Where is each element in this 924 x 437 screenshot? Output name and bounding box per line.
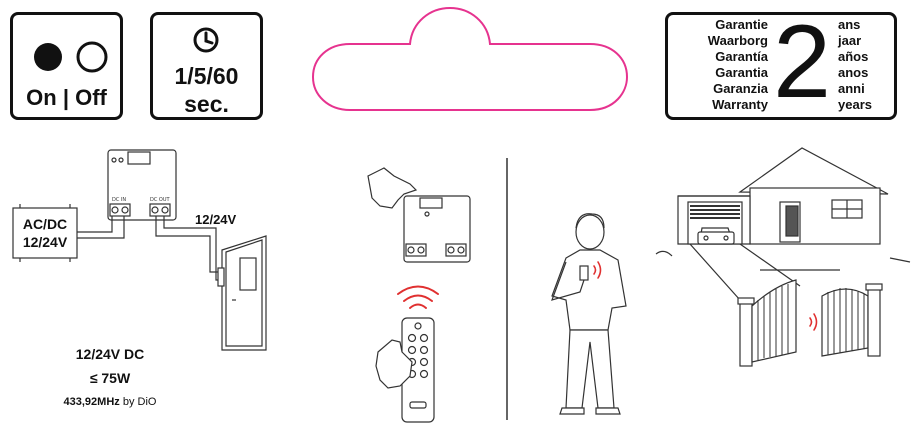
timer-unit: sec. xyxy=(184,91,229,117)
warranty-words-right: ans jaar años anos anni years xyxy=(838,17,894,113)
on-off-box: On | Off xyxy=(10,12,123,120)
warranty-unit: jaar xyxy=(838,33,862,48)
warranty-number: 2 xyxy=(773,4,831,120)
on-off-circles-icon xyxy=(34,41,108,73)
spec-voltage: 12/24V DC xyxy=(75,346,145,362)
on-off-label: On | Off xyxy=(13,85,120,111)
separator-label: | xyxy=(62,85,69,110)
spec-frequency: 433,92MHz by DiO xyxy=(40,396,180,408)
clock-icon xyxy=(193,27,219,53)
frequency-value: 433,92MHz xyxy=(63,396,120,408)
receiver-module xyxy=(107,149,177,221)
warranty-unit: anos xyxy=(838,65,869,80)
line-voltage-label: 12/24V xyxy=(195,212,237,227)
timer-box: 1/5/60 sec. xyxy=(150,12,263,120)
frequency-brand: by DiO xyxy=(122,396,157,408)
warranty-unit: anni xyxy=(838,81,865,96)
off-label: Off xyxy=(75,85,107,110)
supply-label-2: 12/24V xyxy=(23,234,68,250)
warranty-unit: years xyxy=(838,97,872,112)
warranty-word: Waarborg xyxy=(707,33,768,48)
dc-in-label: DC IN xyxy=(112,197,126,203)
timer-values: 1/5/60 xyxy=(174,63,239,89)
door-icon xyxy=(221,235,267,351)
dc-out-label: DC OUT xyxy=(150,197,171,203)
warranty-words-left: Garantie Waarborg Garantía Garantia Gara… xyxy=(672,17,768,113)
warranty-unit: años xyxy=(838,49,869,64)
warranty-word: Warranty xyxy=(712,97,768,112)
pressing-hand-icon xyxy=(375,339,413,389)
warranty-word: Garantie xyxy=(715,17,768,32)
warranty-unit: ans xyxy=(838,17,861,32)
warranty-word: Garanzia xyxy=(713,81,768,96)
warranty-word: Garantía xyxy=(715,49,768,64)
warranty-box: Garantie Waarborg Garantía Garantia Gara… xyxy=(665,4,897,120)
power-supply-box xyxy=(12,207,78,259)
on-label: On xyxy=(26,85,57,110)
supply-label-1: AC/DC xyxy=(23,216,67,232)
spec-power: ≤ 75W xyxy=(89,370,131,386)
pointing-hand-icon xyxy=(367,167,418,209)
warranty-word: Garantia xyxy=(715,65,768,80)
signal-waves-icon xyxy=(397,285,439,309)
